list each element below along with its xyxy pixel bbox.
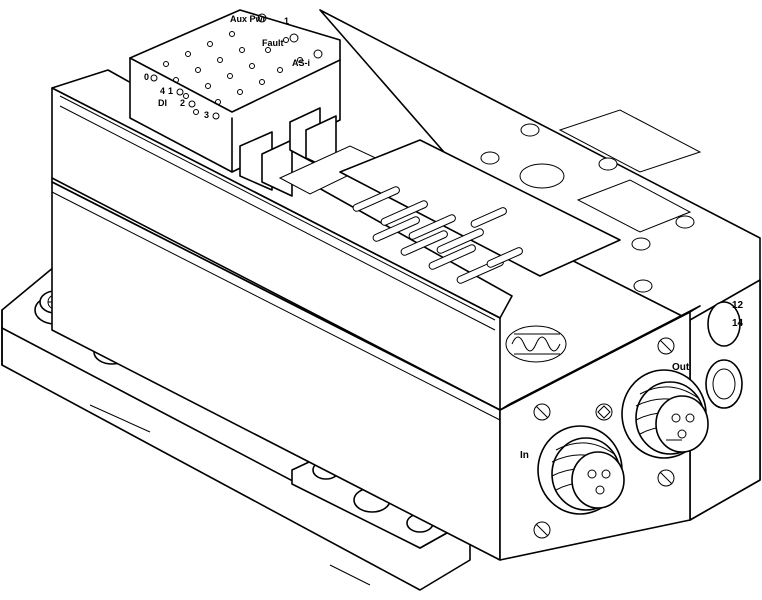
di-label: DI (158, 98, 167, 108)
channel-3-led (212, 112, 220, 120)
as-i-label: AS-i (292, 58, 310, 68)
channel-1-led (176, 88, 184, 96)
fault-label: Fault (262, 38, 284, 48)
screw-head (657, 337, 675, 355)
cable-coil (505, 325, 567, 363)
channel-0-led (150, 74, 158, 82)
port-14-label: 14 (732, 318, 744, 329)
module-connector (239, 107, 382, 197)
fault-num-label: 1 (284, 16, 289, 26)
port-14-hole (705, 359, 743, 409)
labels: Aux Pwr Fault 1 AS-i 4 DI 0 1 2 3 In Out… (144, 14, 744, 461)
in-label: In (520, 450, 529, 461)
earth-symbol-icon (595, 403, 613, 421)
as-i-led (313, 49, 323, 59)
screw-head (533, 521, 551, 539)
screw-head (533, 403, 551, 421)
channel-0-label: 0 (144, 72, 149, 82)
fault-led (289, 33, 299, 43)
port-12-hole (707, 301, 741, 347)
channel-2-led (188, 100, 196, 108)
port-12-label: 12 (732, 300, 744, 311)
m12-in-connector (537, 425, 625, 515)
asi-module (129, 9, 382, 197)
channel-1-label: 1 (168, 86, 173, 96)
led-indicators (150, 13, 323, 120)
vent-slots (352, 186, 523, 284)
channel-3-label: 3 (204, 110, 209, 120)
channel-2-label: 2 (180, 98, 185, 108)
out-label: Out (672, 362, 690, 373)
aux-label: Aux Pwr (230, 14, 267, 24)
m12-out-connector (621, 369, 709, 459)
di-num-label: 4 (160, 86, 165, 96)
screw-head (657, 469, 675, 487)
valve-slot-area (339, 139, 621, 363)
aux-pwr-led (257, 13, 267, 23)
